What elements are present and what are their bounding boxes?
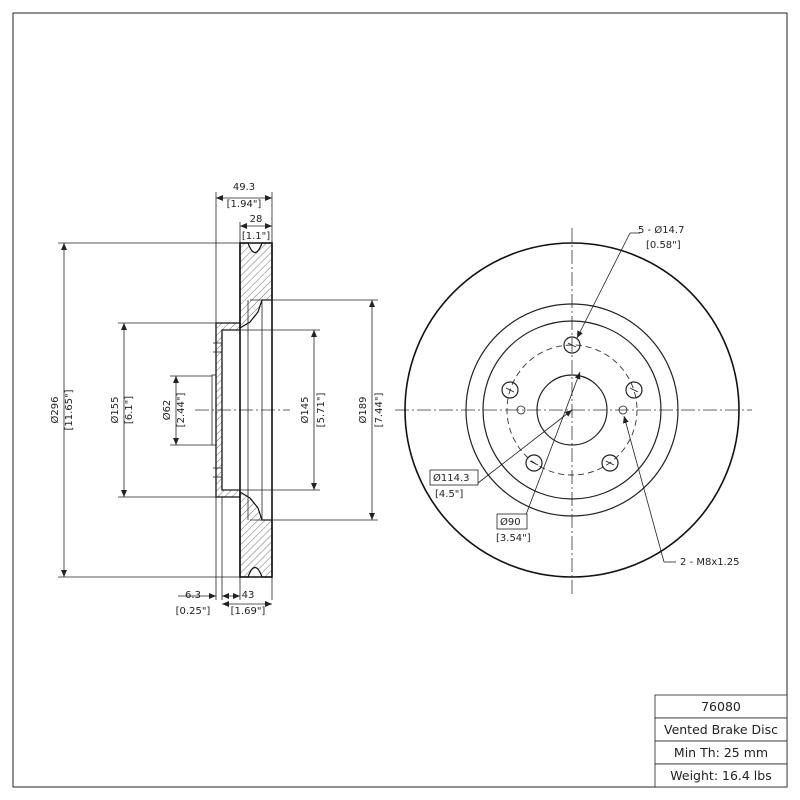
threaded-holes-label: 2 - M8x1.25 [680,557,740,568]
threaded-hole [516,405,526,415]
title-block: 76080 Vented Brake Disc Min Th: 25 mm We… [654,694,788,788]
dim-bore-in: [2.44"] [176,393,187,428]
hat-inner-label-in: [3.54"] [496,533,531,544]
dim-hat-wall-in: [0.25"] [176,606,211,617]
center-bore-circle [536,374,608,446]
threaded-hole [618,405,628,415]
hat-inner-label-mm: Ø90 [500,516,521,528]
dim-inner-hat-mm: Ø145 [299,397,311,424]
part-number: 76080 [701,699,741,714]
lower-friction-ring [239,490,273,578]
upper-friction-ring [239,242,273,330]
dim-width-total-mm: 49.3 [233,182,255,193]
bolt-holes-label-mm: 5 - Ø14.7 [638,224,684,236]
dim-inner-hat-in: [5.71"] [316,393,327,428]
dim-width-total-in: [1.94"] [227,199,262,210]
dim-hat-wall-mm: 6.3 [185,590,201,601]
dim-hat-dia-in: [6.1"] [124,396,135,424]
lug-holes [501,336,643,472]
dim-hat-dia-mm: Ø155 [109,397,121,424]
dim-outer-dia-in: [11.65"] [64,389,75,430]
bolt-holes-label-in: [0.58"] [646,240,681,251]
dim-outer-dia-mm: Ø296 [49,397,61,424]
dim-hat-height-mm: 43 [242,590,255,601]
weight: Weight: 16.4 lbs [670,768,771,783]
front-view: 5 - Ø14.7 [0.58"] Ø114.3 [4.5"] Ø90 [3.5… [395,224,752,595]
friction-inner-circle [465,303,679,517]
threaded-holes [516,405,628,415]
lug-hole [525,454,543,472]
lug-hole [625,381,643,399]
lug-hole [501,381,519,399]
lug-hole [601,454,619,472]
part-description: Vented Brake Disc [664,722,778,737]
dim-hat-height-in: [1.69"] [231,606,266,617]
lug-hole [563,336,581,354]
bolt-circle-label-mm: Ø114.3 [433,472,470,484]
drawing-border [12,12,788,788]
dim-inner-friction-in: [7.44"] [374,393,385,428]
min-thickness: Min Th: 25 mm [674,745,768,760]
dim-thickness-mm: 28 [250,214,263,225]
side-view: 49.3 [1.94"] 28 [1.1"] Ø296 [11.65"] Ø15… [49,182,385,617]
outer-disc-circle [404,242,740,578]
bolt-circle-label-in: [4.5"] [435,489,463,500]
hat-outer-circle [482,320,662,500]
dim-bore-mm: Ø62 [161,400,173,421]
dim-inner-friction-mm: Ø189 [357,397,369,424]
dim-thickness-in: [1.1"] [242,231,270,242]
